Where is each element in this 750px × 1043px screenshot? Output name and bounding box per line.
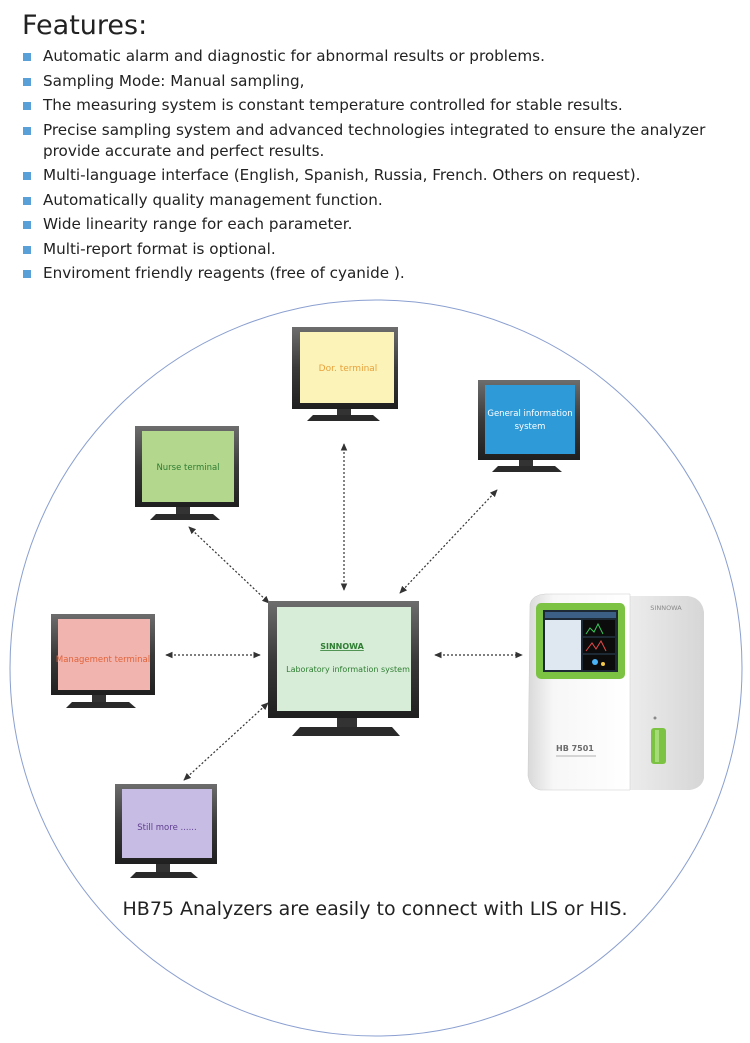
arrow-general-lis — [399, 489, 498, 594]
arrow-nurse-lis — [188, 526, 270, 604]
feature-item: Enviroment friendly reagents (free of cy… — [22, 263, 738, 284]
feature-item: Sampling Mode: Manual sampling, — [22, 71, 738, 92]
analyzer-brand-label: SINNOWA — [650, 604, 682, 612]
diagram-caption: HB75 Analyzers are easily to connect wit… — [122, 898, 628, 920]
bullet-square-icon — [23, 270, 31, 278]
management-terminal-label: Management terminal — [56, 655, 150, 665]
feature-item: Automatically quality management functio… — [22, 190, 738, 211]
management-terminal-monitor: Management terminal — [51, 614, 155, 708]
analyzer-model-label: HB 7501 — [556, 744, 594, 753]
nurse-terminal-monitor: Nurse terminal — [135, 426, 239, 520]
bullet-square-icon — [23, 126, 31, 135]
arrow-more-lis — [183, 702, 269, 781]
lis-label: Laboratory information system — [286, 665, 410, 674]
bullet-square-icon — [23, 221, 31, 229]
connection-arrows — [165, 443, 523, 781]
feature-item: Automatic alarm and diagnostic for abnor… — [22, 46, 738, 67]
feature-item: Wide linearity range for each parameter. — [22, 214, 738, 235]
bullet-square-icon — [23, 53, 31, 61]
network-circle — [9, 299, 743, 1037]
bullet-square-icon — [23, 172, 31, 180]
feature-item: Precise sampling system and advanced tec… — [22, 120, 738, 162]
features-title: Features: — [22, 10, 148, 41]
nurse-terminal-label: Nurse terminal — [156, 463, 219, 473]
still-more-label: Still more ...... — [137, 823, 196, 833]
general-information-monitor: General information system — [478, 380, 580, 472]
bullet-square-icon — [23, 77, 31, 86]
hb7501-analyzer: SINNOWA HB 7501 — [527, 593, 704, 791]
feature-item: Multi-language interface (English, Spani… — [22, 165, 738, 186]
general-information-label-line2: system — [515, 422, 546, 432]
doctor-terminal-label: Dor. terminal — [319, 364, 378, 374]
general-information-label-line1: General information — [487, 409, 572, 419]
lis-monitor: SINNOWA Laboratory information system — [268, 601, 419, 736]
bullet-square-icon — [23, 102, 31, 110]
feature-item: Multi-report format is optional. — [22, 239, 738, 260]
feature-list: Automatic alarm and diagnostic for abnor… — [22, 46, 738, 288]
still-more-monitor: Still more ...... — [115, 784, 217, 878]
bullet-square-icon — [23, 245, 31, 254]
doctor-terminal-monitor: Dor. terminal — [292, 327, 398, 421]
feature-item: The measuring system is constant tempera… — [22, 95, 738, 116]
bullet-square-icon — [23, 196, 31, 205]
lis-brand-label: SINNOWA — [320, 642, 364, 651]
